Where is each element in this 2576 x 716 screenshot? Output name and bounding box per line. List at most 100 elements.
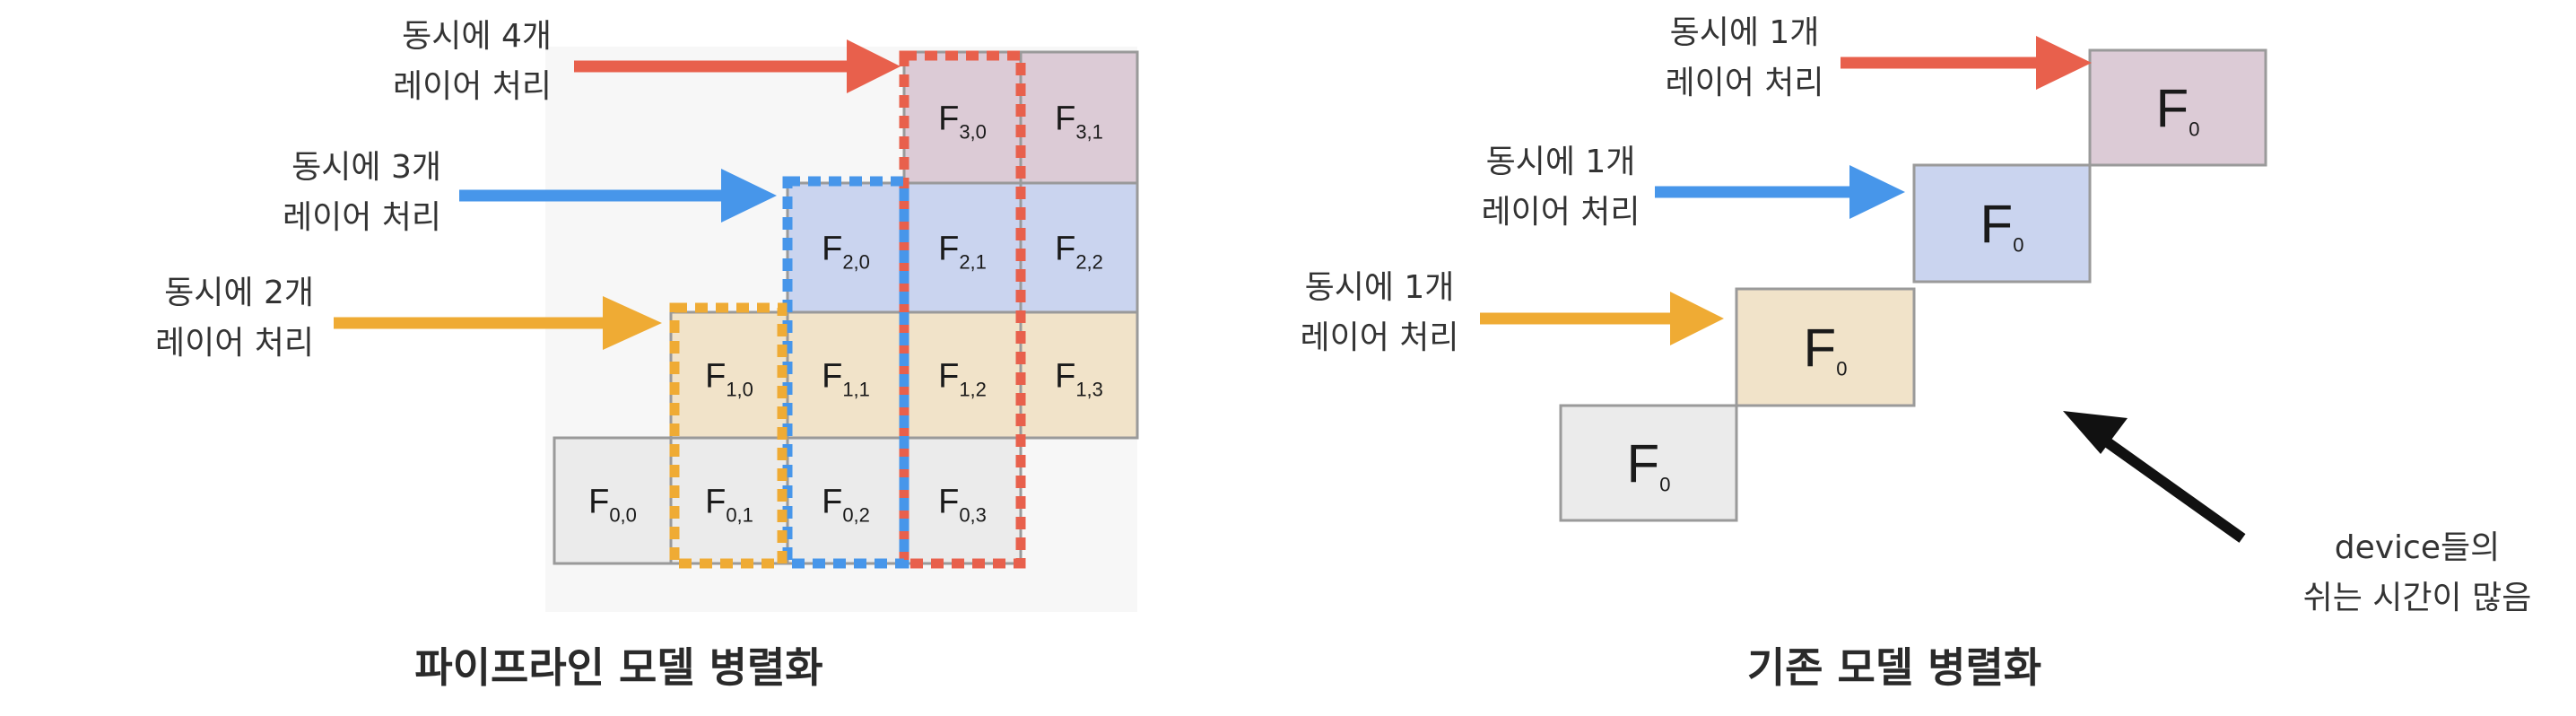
pipeline-cell: F0,0: [553, 436, 673, 565]
baseline-cell-label: F0: [2156, 79, 2200, 141]
baseline-cell-label: F0: [1627, 434, 1671, 496]
pipeline-cell: F1,1: [786, 310, 906, 440]
pipeline-cell-box: [786, 181, 906, 314]
label-line1: 동시에 2개: [164, 275, 314, 311]
group-outline-red: [899, 50, 1026, 569]
baseline-cell: F0: [1559, 404, 1738, 522]
cell-subscript: 0: [2013, 234, 2023, 257]
pipeline-cell-label: F2,2: [1055, 231, 1103, 274]
pipeline-cell-box: [902, 310, 1023, 440]
label-red-baseline: 동시에 1개 레이어 처리: [1665, 14, 1823, 101]
cell-main-text: F: [588, 484, 609, 521]
cell-main-text: F: [938, 484, 959, 521]
pipeline-cell-label: F0,2: [822, 484, 870, 527]
cell-main-text: F: [938, 358, 959, 396]
idle-note-line1: device들의: [2335, 529, 2501, 566]
pipeline-cell-label: F0,1: [705, 484, 753, 527]
pipeline-cell: F3,1: [1019, 50, 1139, 185]
cell-main-text: F: [2156, 79, 2189, 139]
cell-subscript: 1,1: [842, 379, 870, 401]
pipeline-cell: F2,1: [902, 181, 1023, 314]
cell-subscript: 3,0: [959, 121, 987, 144]
pipeline-cell: F0,3: [902, 436, 1023, 565]
pipeline-cell-label: F3,0: [938, 100, 987, 144]
cell-main-text: F: [705, 484, 726, 521]
group-outline-blue: [782, 176, 909, 569]
cell-subscript: 2,2: [1075, 251, 1103, 274]
baseline-cell-label: F0: [1804, 319, 1848, 380]
cell-subscript: 2,1: [959, 251, 987, 274]
pipeline-cell-box: [1019, 50, 1139, 185]
label-line1: 동시에 1개: [1670, 14, 1820, 51]
pipeline-title: 파이프라인 모델 병렬화: [414, 643, 822, 692]
label-line2: 레이어 처리: [1481, 194, 1640, 231]
cell-subscript: 2,0: [842, 251, 870, 274]
label-red-pipeline: 동시에 4개 레이어 처리: [393, 18, 552, 105]
pipeline-cell-label: F0,0: [588, 484, 637, 527]
label-line1: 동시에 3개: [292, 149, 441, 186]
label-yellow-baseline: 동시에 1개 레이어 처리: [1300, 269, 1458, 356]
cell-subscript: 0: [1836, 358, 1847, 380]
cell-subscript: 1,3: [1075, 379, 1103, 401]
label-line2: 레이어 처리: [283, 199, 441, 236]
cell-subscript: 0,2: [842, 504, 870, 527]
cell-main-text: F: [822, 358, 842, 396]
cell-subscript: 0: [2189, 118, 2199, 141]
pipeline-cell-label: F3,1: [1055, 100, 1103, 144]
baseline-cell-box: [1912, 163, 2092, 284]
label-line1: 동시에 4개: [402, 18, 552, 55]
cell-subscript: 1,2: [959, 379, 987, 401]
cell-main-text: F: [822, 484, 842, 521]
label-line1: 동시에 1개: [1486, 144, 1636, 180]
baseline-cell: F0: [1735, 287, 1916, 407]
pipeline-cell-label: F2,1: [938, 231, 987, 274]
group-outline-yellow: [669, 302, 788, 569]
cell-subscript: 0,0: [609, 504, 637, 527]
pipeline-cell-box: [902, 50, 1023, 185]
pipeline-cell-box: [669, 436, 789, 565]
cell-main-text: F: [1980, 195, 2014, 255]
cell-main-text: F: [705, 358, 726, 396]
baseline-cell: F0: [2088, 48, 2267, 167]
pipeline-cell: F0,2: [786, 436, 906, 565]
label-line1: 동시에 1개: [1305, 269, 1455, 306]
label-yellow-pipeline: 동시에 2개 레이어 처리: [155, 275, 314, 362]
arrow-red-baseline: [1841, 36, 2092, 90]
cell-subscript: 1,0: [726, 379, 753, 401]
cell-main-text: F: [822, 231, 842, 268]
cell-subscript: 0,3: [959, 504, 987, 527]
pipeline-cell-box: [553, 436, 673, 565]
pipeline-cell-label: F1,1: [822, 358, 870, 401]
arrow-yellow-baseline: [1480, 292, 1724, 345]
arrow-blue-baseline: [1655, 165, 1905, 219]
cell-subscript: 0,1: [726, 504, 753, 527]
pipeline-cell: F2,2: [1019, 181, 1139, 314]
idle-note-line2: 쉬는 시간이 많음: [2303, 580, 2532, 616]
arrow-red: [574, 39, 901, 93]
label-line2: 레이어 처리: [155, 325, 314, 362]
pipeline-cell-box: [1019, 310, 1139, 440]
pipeline-cell-box: [1019, 181, 1139, 314]
baseline-cell-label: F0: [1980, 195, 2024, 257]
pipeline-cell: F1,0: [669, 310, 789, 440]
cell-main-text: F: [1627, 434, 1660, 494]
label-line2: 레이어 처리: [393, 68, 552, 105]
cell-main-text: F: [1055, 231, 1075, 268]
pipeline-cell-label: F1,3: [1055, 358, 1103, 401]
pipeline-cell-box: [786, 310, 906, 440]
baseline-cell-box: [1559, 404, 1738, 522]
idle-note: device들의 쉬는 시간이 많음: [2303, 529, 2532, 616]
pipeline-cell-label: F2,0: [822, 231, 870, 274]
arrow-blue: [459, 169, 777, 223]
pipeline-cell: F2,0: [786, 181, 906, 314]
baseline-cell-box: [1735, 287, 1916, 407]
cell-subscript: 0: [1659, 474, 1670, 496]
cell-main-text: F: [1804, 319, 1837, 379]
cell-main-text: F: [938, 231, 959, 268]
pipeline-cell-box: [786, 436, 906, 565]
label-line2: 레이어 처리: [1300, 319, 1458, 356]
pipeline-cell: F3,0: [902, 50, 1023, 185]
